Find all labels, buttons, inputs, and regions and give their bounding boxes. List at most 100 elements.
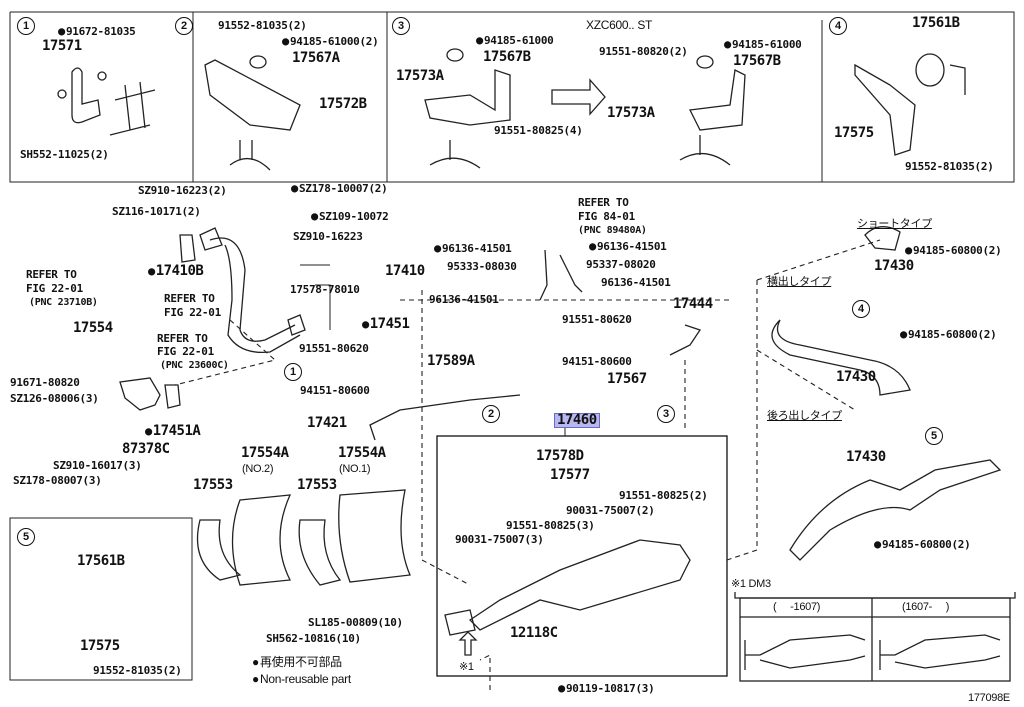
- part-label[interactable]: SZ109-10072: [311, 210, 389, 223]
- part-label[interactable]: 17554A: [338, 445, 386, 461]
- part-label[interactable]: SZ910-16223(2): [138, 184, 227, 197]
- part-label[interactable]: 91551-80820(2): [599, 45, 688, 58]
- refer-label[interactable]: FIG 84-01: [578, 210, 635, 223]
- refer-label[interactable]: REFER TO: [578, 196, 629, 209]
- part-label[interactable]: 94185-60800(2): [900, 328, 997, 341]
- part-label[interactable]: 17567: [607, 371, 647, 387]
- part-label[interactable]: 95337-08020: [586, 258, 656, 271]
- part-label[interactable]: 91552-81035(2): [93, 664, 182, 677]
- part-label[interactable]: 91551-80825(2): [619, 489, 708, 502]
- figure-id: 177098E: [968, 692, 1010, 704]
- part-label[interactable]: 17421: [307, 415, 347, 431]
- part-label[interactable]: 96136-41501: [601, 276, 671, 289]
- part-label-highlighted[interactable]: 17460: [554, 413, 600, 428]
- part-label[interactable]: 91672-81035: [58, 25, 136, 38]
- dm3-col-before: ( -1607): [773, 601, 821, 613]
- variant-label: XZC600.. ST: [586, 18, 653, 32]
- part-label[interactable]: 17571: [42, 38, 82, 54]
- callout-2: 2: [482, 405, 500, 423]
- part-label[interactable]: 90119-10817(3): [558, 682, 655, 695]
- refer-label[interactable]: REFER TO: [157, 332, 208, 345]
- part-label[interactable]: 87378C: [122, 441, 170, 457]
- part-label[interactable]: 17567B: [483, 49, 531, 65]
- part-label[interactable]: 94185-60800(2): [874, 538, 971, 551]
- part-label[interactable]: 17430: [836, 369, 876, 385]
- part-label[interactable]: 17444: [673, 296, 713, 312]
- part-label[interactable]: SH562-10816(10): [266, 632, 361, 645]
- refer-label[interactable]: (PNC 23600C): [160, 360, 229, 371]
- part-label[interactable]: 94151-80600: [300, 384, 370, 397]
- inset-1-marker: 1: [17, 17, 35, 35]
- part-label[interactable]: 17554: [73, 320, 113, 336]
- part-label[interactable]: 12118C: [510, 625, 558, 641]
- part-label[interactable]: 17554A: [241, 445, 289, 461]
- part-label[interactable]: 17561B: [912, 15, 960, 31]
- part-label[interactable]: 90031-75007(2): [566, 504, 655, 517]
- variant-heading-rear: 後ろ出しタイプ: [767, 410, 842, 422]
- part-label[interactable]: 94151-80600: [562, 355, 632, 368]
- part-label[interactable]: 17578-78010: [290, 283, 360, 296]
- part-label[interactable]: 17578D: [536, 448, 584, 464]
- part-label[interactable]: 91551-80620: [562, 313, 632, 326]
- part-label[interactable]: 17410: [385, 263, 425, 279]
- part-label[interactable]: SZ910-16223: [293, 230, 363, 243]
- part-label[interactable]: 17430: [846, 449, 886, 465]
- part-label[interactable]: 96136-41501: [434, 242, 512, 255]
- part-label[interactable]: SZ178-10007(2): [291, 182, 388, 195]
- part-label[interactable]: SL185-00809(10): [308, 616, 403, 629]
- refer-label[interactable]: FIG 22-01: [164, 306, 221, 319]
- part-label[interactable]: 96136-41501: [589, 240, 667, 253]
- part-label[interactable]: 94185-60800(2): [905, 244, 1002, 257]
- variant-heading-short: ショートタイプ: [857, 218, 932, 230]
- refer-label[interactable]: REFER TO: [164, 292, 215, 305]
- callout-1: 1: [284, 363, 302, 381]
- part-label[interactable]: 96136-41501: [429, 293, 499, 306]
- part-label[interactable]: 91671-80820: [10, 376, 80, 389]
- refer-label[interactable]: (PNC 23710B): [29, 297, 98, 308]
- part-label[interactable]: 91551-80825(4): [494, 124, 583, 137]
- part-label[interactable]: 17575: [834, 125, 874, 141]
- inset-2-marker: 2: [175, 17, 193, 35]
- part-label[interactable]: 17410B: [148, 264, 204, 278]
- part-label[interactable]: 17573A: [607, 105, 655, 121]
- part-label[interactable]: 17553: [297, 477, 337, 493]
- legend-jp: 再使用不可部品: [252, 656, 342, 669]
- part-label[interactable]: 17575: [80, 638, 120, 654]
- part-label[interactable]: 17451A: [145, 424, 201, 438]
- refer-label[interactable]: REFER TO: [26, 268, 77, 281]
- part-label[interactable]: 17573A: [396, 68, 444, 84]
- part-label[interactable]: 17451: [362, 317, 410, 331]
- refer-label[interactable]: FIG 22-01: [157, 345, 214, 358]
- part-label[interactable]: 91552-81035(2): [218, 19, 307, 32]
- part-label[interactable]: 17567B: [733, 53, 781, 69]
- part-label[interactable]: 17589A: [427, 353, 475, 369]
- part-label[interactable]: 91551-80620: [299, 342, 369, 355]
- inset-3-marker: 3: [392, 17, 410, 35]
- part-label[interactable]: SZ116-10171(2): [112, 205, 201, 218]
- part-label[interactable]: 17430: [874, 258, 914, 274]
- part-label[interactable]: 17572B: [319, 96, 367, 112]
- part-label[interactable]: 91552-81035(2): [905, 160, 994, 173]
- part-label[interactable]: 94185-61000: [476, 34, 554, 47]
- part-label[interactable]: SZ126-08006(3): [10, 392, 99, 405]
- inset-4-marker: 4: [829, 17, 847, 35]
- part-label[interactable]: SH552-11025(2): [20, 148, 109, 161]
- part-label[interactable]: 17561B: [77, 553, 125, 569]
- part-label[interactable]: 17577: [550, 467, 590, 483]
- part-label[interactable]: 95333-08030: [447, 260, 517, 273]
- refer-label[interactable]: (PNC 89480A): [578, 225, 647, 236]
- part-label[interactable]: 94185-61000: [724, 38, 802, 51]
- part-label[interactable]: SZ910-16017(3): [53, 459, 142, 472]
- part-label[interactable]: 17553: [193, 477, 233, 493]
- part-label[interactable]: 94185-61000(2): [282, 35, 379, 48]
- dm3-title: ※1 DM3: [731, 578, 771, 590]
- part-label[interactable]: 91551-80825(3): [506, 519, 595, 532]
- part-label[interactable]: 90031-75007(3): [455, 533, 544, 546]
- part-label[interactable]: SZ178-08007(3): [13, 474, 102, 487]
- note-marker: ※1: [459, 661, 474, 673]
- inset-5-marker: 5: [17, 528, 35, 546]
- part-sublabel: (NO.1): [339, 463, 371, 475]
- part-label[interactable]: 17567A: [292, 50, 340, 66]
- refer-label[interactable]: FIG 22-01: [26, 282, 83, 295]
